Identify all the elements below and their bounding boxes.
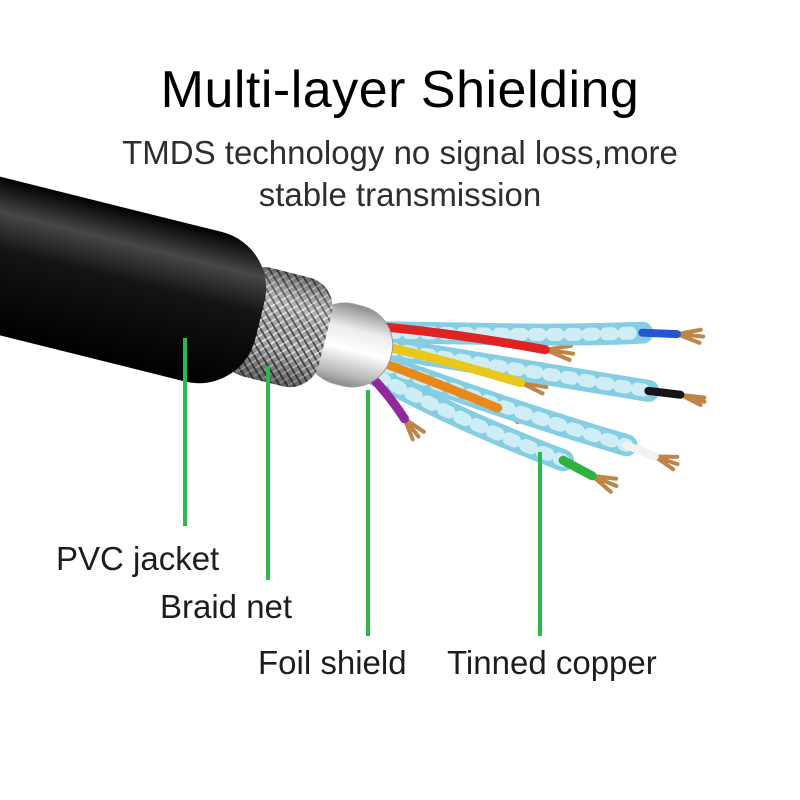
copper-tip <box>674 327 706 345</box>
wire-blue <box>638 328 681 339</box>
label-tinned-copper: Tinned copper <box>447 644 657 681</box>
subtitle: TMDS technology no signal loss,more stab… <box>0 132 800 216</box>
label-foil-shield: Foil shield <box>258 644 407 681</box>
pvc-jacket-layer <box>0 159 267 384</box>
leader-lines <box>183 338 542 636</box>
wire-black <box>644 386 685 399</box>
subtitle-line-2: stable transmission <box>258 176 542 213</box>
label-pvc-jacket: PVC jacket <box>56 540 220 577</box>
wire-green <box>558 455 597 481</box>
wire-white <box>622 441 659 461</box>
label-braid-net: Braid net <box>160 588 293 625</box>
wire-red <box>365 321 550 355</box>
page-title: Multi-layer Shielding <box>160 61 640 119</box>
subtitle-line-1: TMDS technology no signal loss,more <box>122 134 678 171</box>
